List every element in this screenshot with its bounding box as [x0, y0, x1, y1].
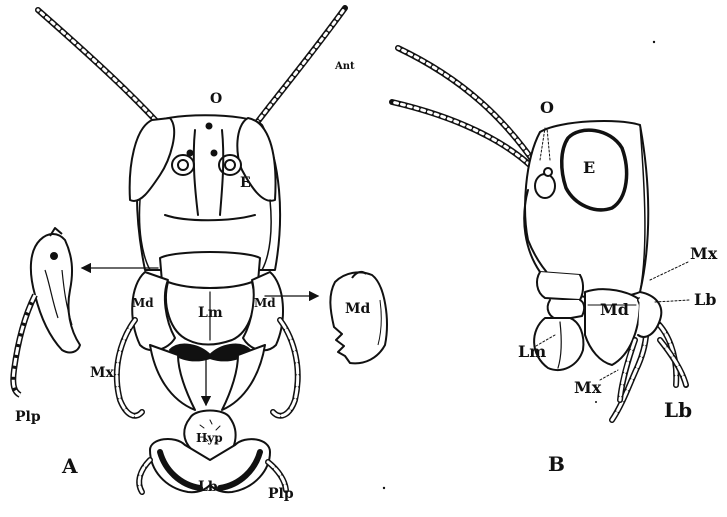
label-hypopharynx: Hyp — [196, 432, 223, 444]
label-ocellus-b: O — [540, 100, 554, 116]
panel-letter-a: A — [62, 456, 78, 476]
label-labium-a: Lb — [198, 480, 218, 494]
label-labial-palp: Plp — [268, 487, 294, 501]
label-mandible-left: Md — [132, 297, 154, 309]
clypeus — [160, 252, 260, 288]
label-labrum-a: Lm — [198, 306, 223, 320]
label-maxilla-b-lower: Mx — [574, 380, 601, 396]
label-eye-a: E — [240, 176, 251, 190]
label-maxilla-b-upper: Mx — [690, 246, 717, 262]
label-maxillary-palp: Plp — [15, 410, 41, 424]
label-mandible-b: Md — [600, 302, 629, 318]
label-antenna: Ant — [335, 62, 355, 72]
detached-maxilla — [13, 228, 80, 395]
panel-letter-b: B — [548, 454, 565, 474]
detached-mandible — [330, 272, 387, 363]
label-labium-b-upper: Lb — [694, 292, 716, 308]
label-labrum-b: Lm — [518, 344, 546, 360]
label-labium-b-lower: Lb — [664, 400, 692, 420]
label-mandible-right: Md — [254, 297, 276, 309]
label-maxilla-a: Mx — [90, 366, 114, 380]
label-ocellus-a: O — [210, 92, 222, 106]
label-mandible-detached: Md — [345, 302, 370, 316]
panel-a-head — [38, 8, 345, 492]
label-eye-b: E — [583, 160, 595, 176]
